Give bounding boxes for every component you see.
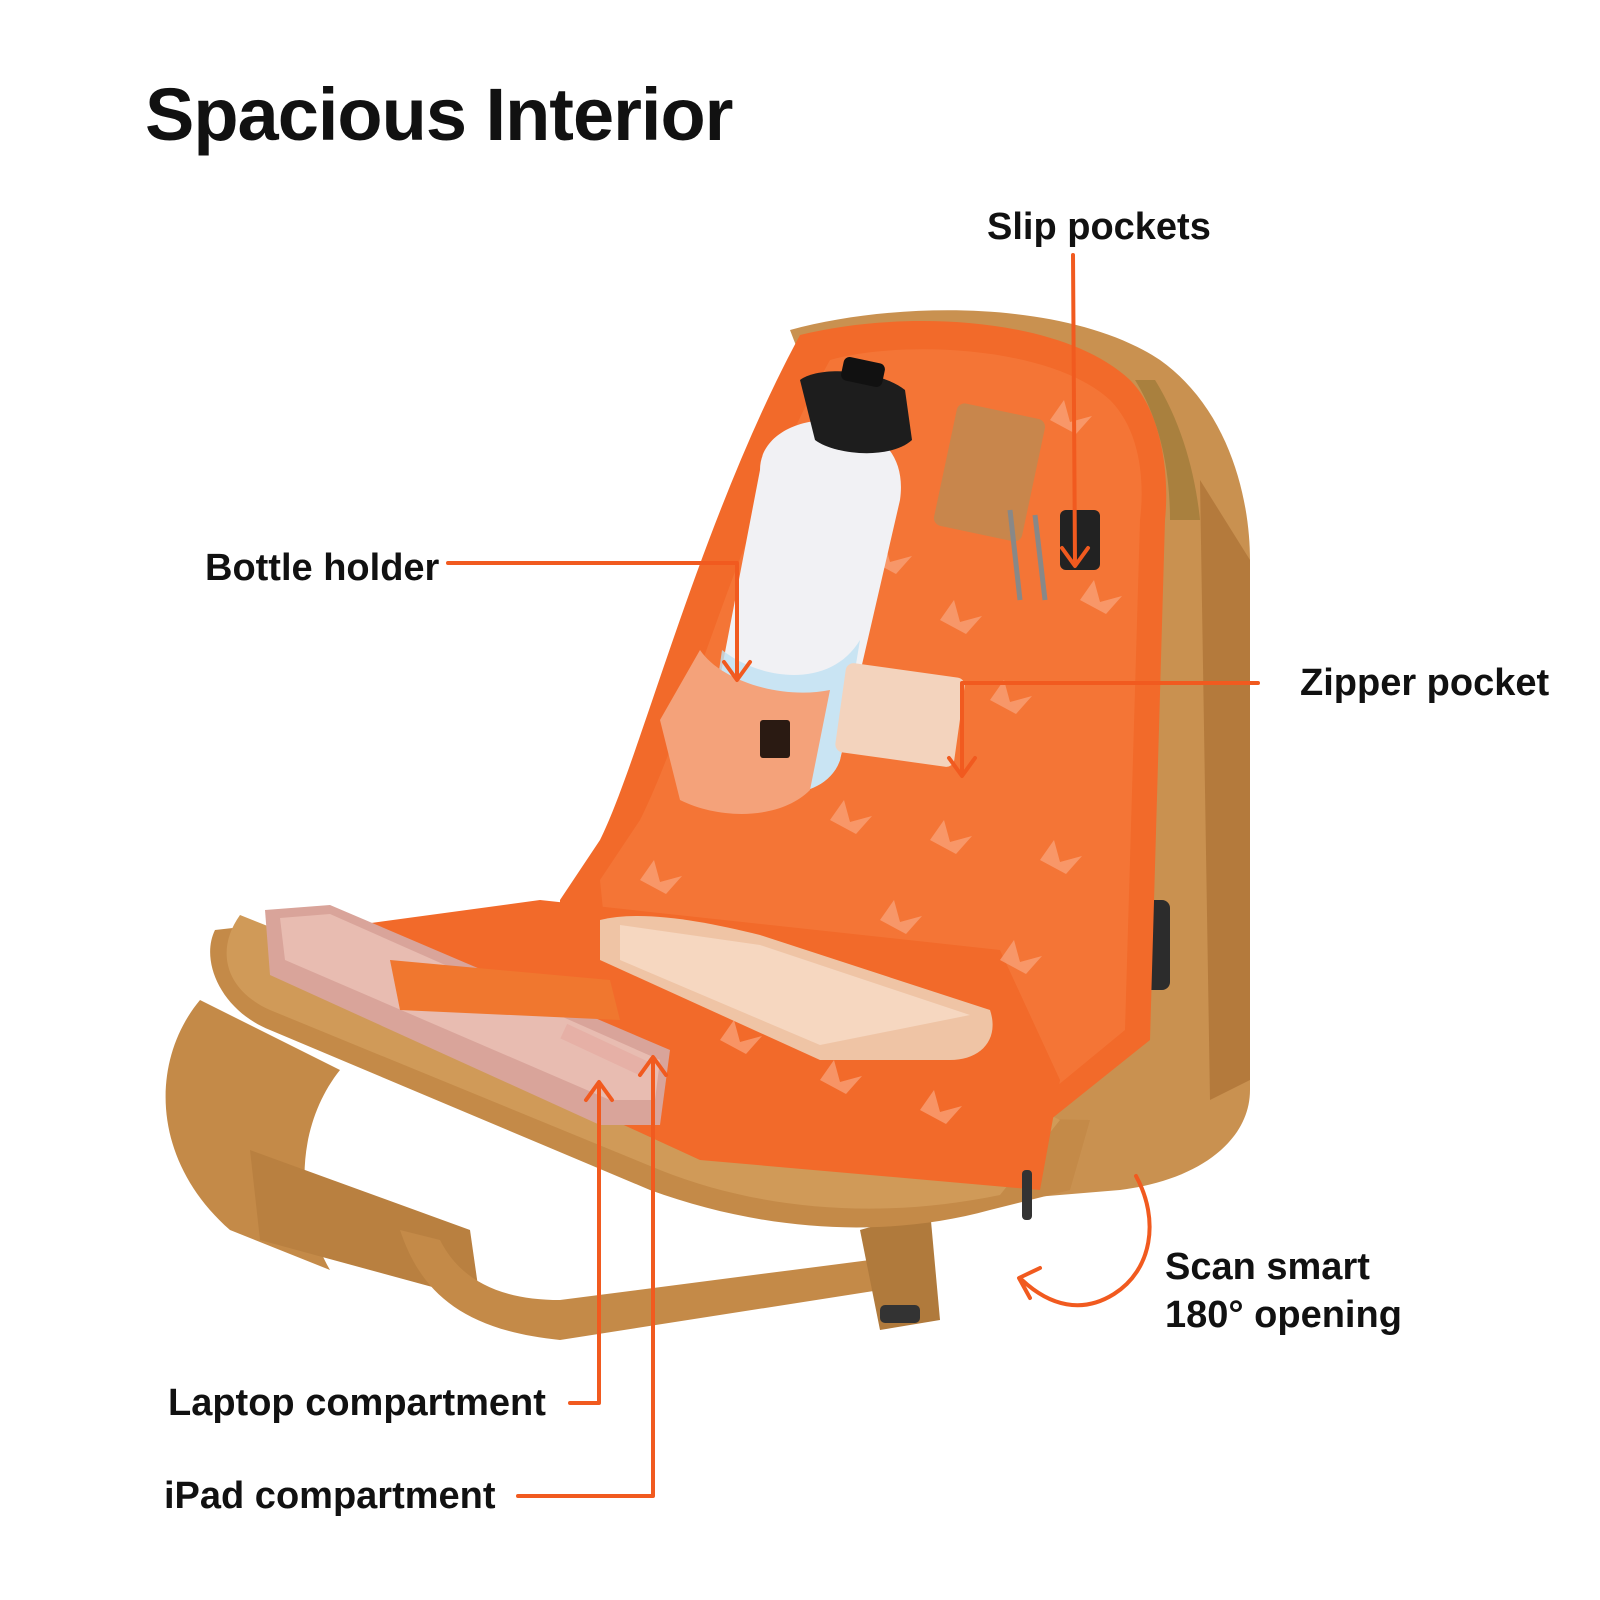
callout-scan-smart-line1: Scan smart — [1165, 1246, 1370, 1288]
callout-scan-smart: Scan smart 180° opening — [1165, 1244, 1402, 1339]
zipper-pocket-notebook — [835, 663, 965, 767]
slip-pockets-arrow — [1060, 546, 1090, 568]
callout-bottle-holder: Bottle holder — [205, 547, 440, 589]
laptop-compartment-leader — [568, 1082, 601, 1405]
flap-notebook — [600, 915, 993, 1060]
callout-ipad-compartment: iPad compartment — [164, 1475, 496, 1517]
zipper-pocket-arrow — [947, 756, 977, 778]
retaining-strap — [390, 960, 620, 1020]
bottle-holder-leader — [446, 561, 739, 680]
zipper-pull — [1022, 1170, 1032, 1220]
laptop-compartment-arrow — [584, 1080, 614, 1102]
opening-arrowhead — [1017, 1266, 1042, 1300]
callout-zipper-pocket: Zipper pocket — [1300, 662, 1550, 704]
callout-laptop-compartment: Laptop compartment — [168, 1382, 546, 1424]
page-title: Spacious Interior — [145, 73, 733, 156]
slip-pocket-items — [933, 403, 1100, 601]
callout-slip-pockets: Slip pockets — [987, 206, 1211, 248]
slip-pockets-leader — [1071, 253, 1077, 565]
ipad-compartment-leader — [516, 1057, 655, 1498]
callout-lines — [446, 253, 1260, 1498]
bottle-holder-pocket — [660, 650, 830, 814]
zipper-pocket-leader — [960, 681, 1260, 776]
opening-curved-arrow — [1020, 1174, 1152, 1308]
callout-scan-smart-line2: 180° opening — [1165, 1293, 1402, 1336]
bottle-holder-arrow — [722, 660, 752, 682]
ipad-compartment-arrow — [638, 1055, 668, 1077]
shoulder-straps — [165, 1000, 940, 1340]
